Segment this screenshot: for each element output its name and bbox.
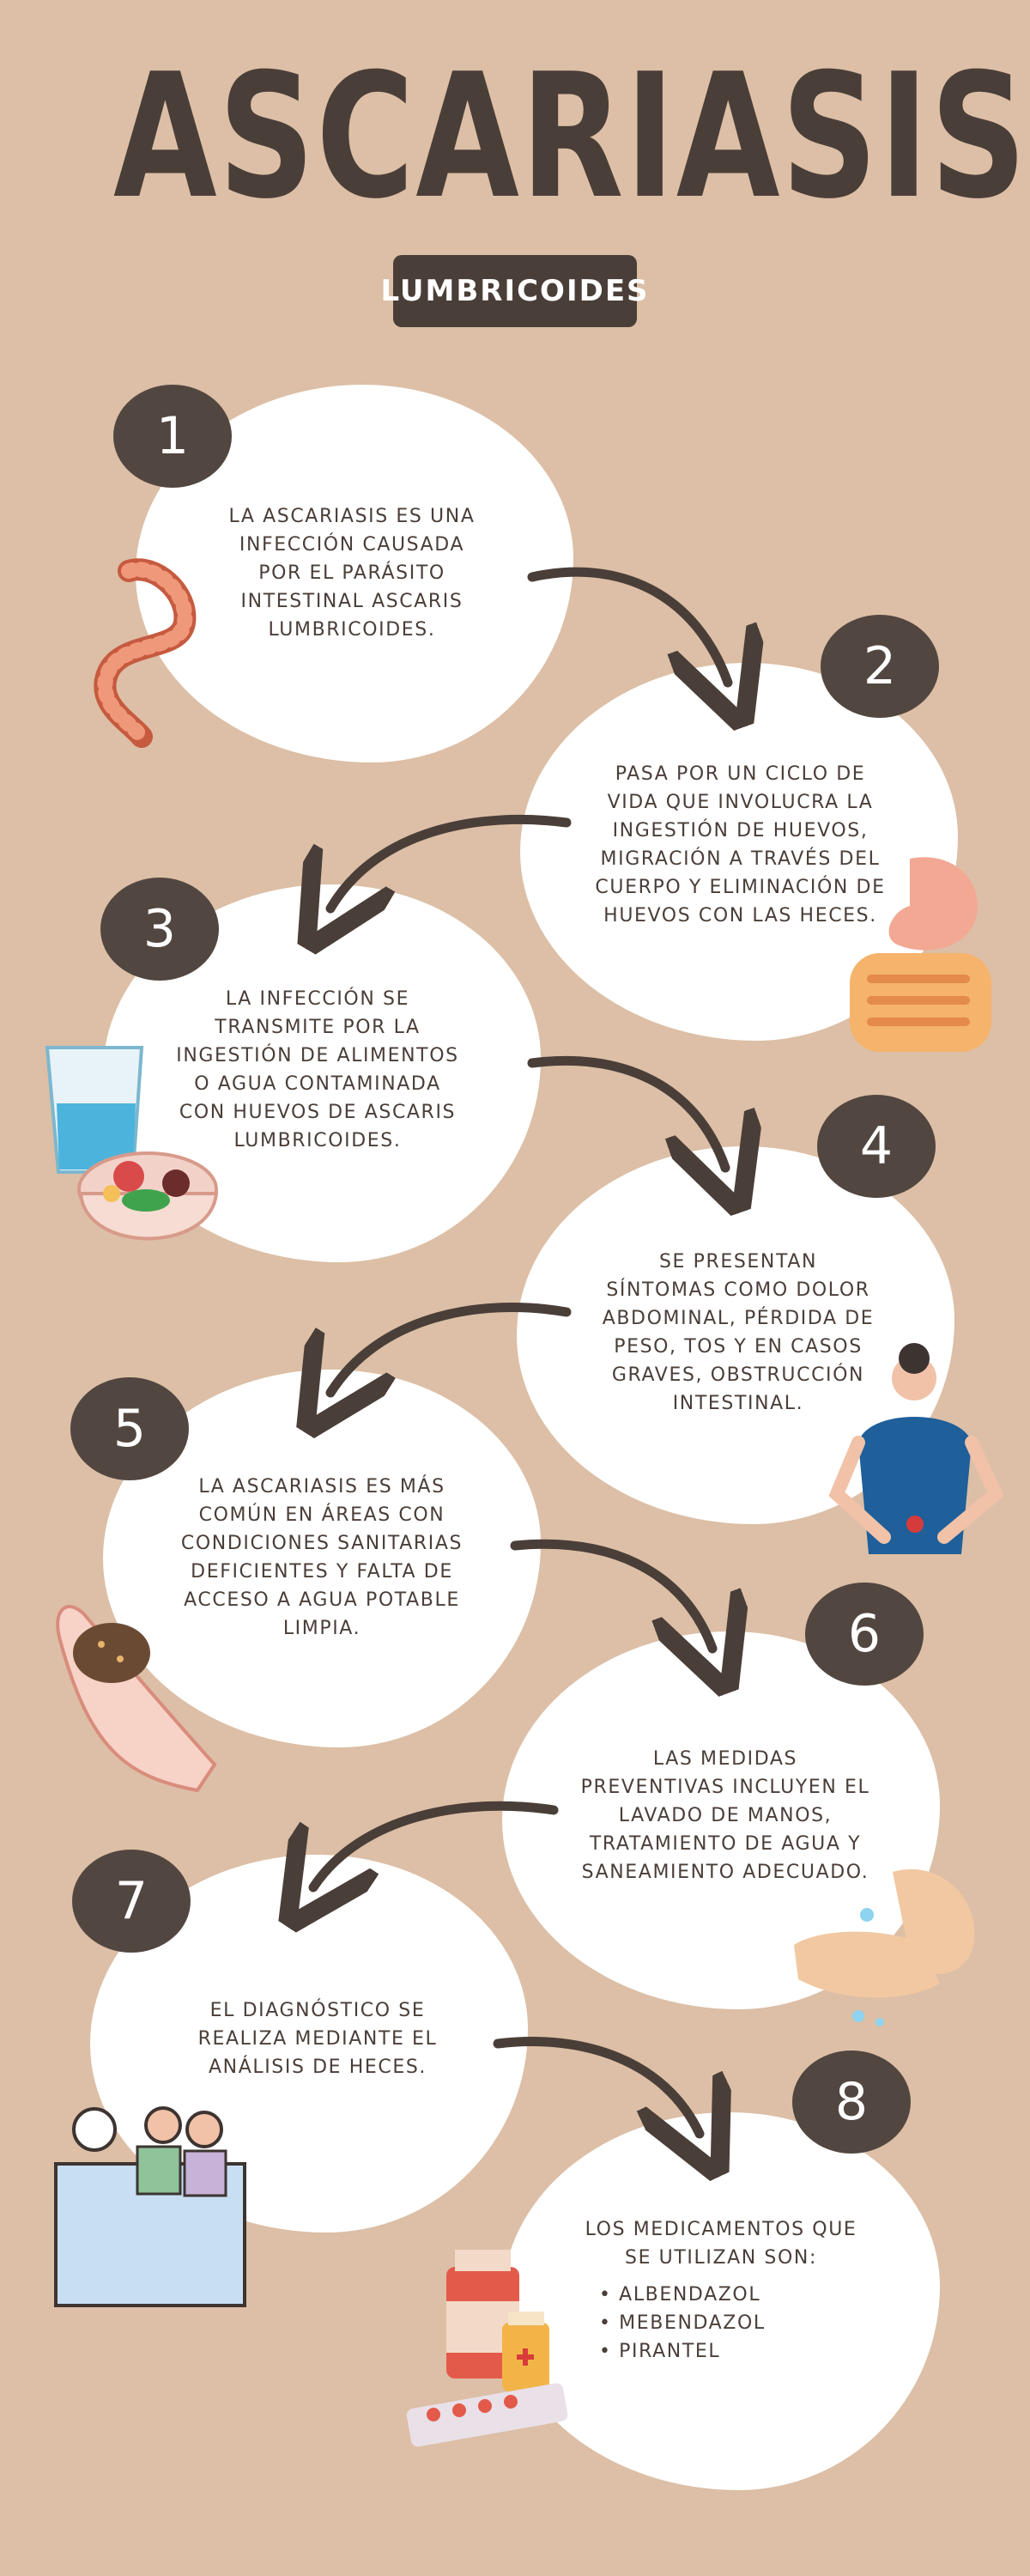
step-7-text: El diagnóstico se realiza mediante el an…: [197, 2000, 438, 2078]
step-8-block: Los medicamentos que se utilizan son: Al…: [575, 2215, 867, 2366]
flow-arrow-5-6: [510, 1539, 712, 1649]
medication-item: Albendazol: [599, 2281, 867, 2309]
medication-list: Albendazol Mebendazol Pirantel: [599, 2281, 867, 2366]
step-6-number: 6: [805, 1583, 924, 1686]
step-8-number: 8: [792, 2050, 911, 2154]
subtitle-badge: LUMBRICOIDES: [380, 255, 648, 327]
step-4-text: Se presentan síntomas como dolor abdomin…: [602, 1251, 875, 1414]
medication-item: Pirantel: [599, 2337, 867, 2366]
step-4-number: 4: [817, 1095, 936, 1198]
step-2-text: Pasa por un ciclo de vida que involucra …: [595, 763, 886, 927]
step-1-number: 1: [113, 385, 232, 488]
step-3-number: 3: [100, 878, 219, 981]
step-8-text: Los medicamentos que se utilizan son:: [585, 2219, 857, 2269]
step-2-number: 2: [821, 615, 939, 718]
step-1-text: La ascariasis es una infección causada p…: [228, 506, 476, 641]
step-5-text: La ascariasis es más común en áreas con …: [180, 1476, 464, 1639]
step-6-text: Las medidas preventivas incluyen el lava…: [580, 1748, 870, 1883]
step-3-text: La infección se transmite por la ingesti…: [176, 988, 459, 1151]
medication-item: Mebendazol: [599, 2309, 867, 2337]
page-title: ASCARIASIS: [113, 37, 1028, 237]
step-5-number: 5: [70, 1377, 189, 1480]
step-7-number: 7: [72, 1850, 191, 1953]
